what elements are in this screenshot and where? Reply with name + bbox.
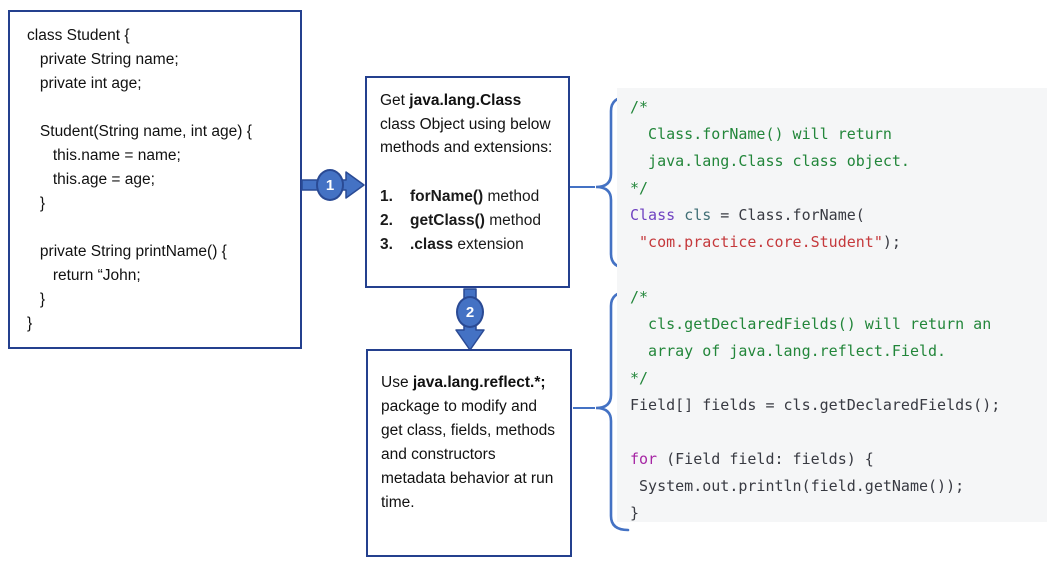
step-1-badge: 1 [316,169,344,201]
class-methods-list: 1. forName() method 2. getClass() method… [380,185,558,257]
get-class-object-box: Get java.lang.Class class Object using b… [365,76,570,288]
reflect-box-text: Use java.lang.reflect.*; package to modi… [381,374,556,511]
list-item-class-extension: 3. .class extension [380,235,524,253]
step-2-number: 2 [465,303,475,321]
use-reflect-package-box: Use java.lang.reflect.*; package to modi… [366,349,572,557]
list-item-forname: 1. forName() method [380,187,540,205]
get-class-intro: Get java.lang.Class class Object using b… [380,92,553,156]
get-declared-fields-snippet: /* cls.getDeclaredFields() will return a… [630,288,1001,522]
step-2-badge: 2 [456,296,484,328]
class-forname-snippet: /* Class.forName() will return java.lang… [630,98,910,251]
student-class-code: class Student { private String name; pri… [27,27,252,332]
student-class-box: class Student { private String name; pri… [8,10,302,349]
step-1-number: 1 [325,176,335,194]
code-panel: /* Class.forName() will return java.lang… [617,88,1047,522]
list-item-getclass: 2. getClass() method [380,211,541,229]
